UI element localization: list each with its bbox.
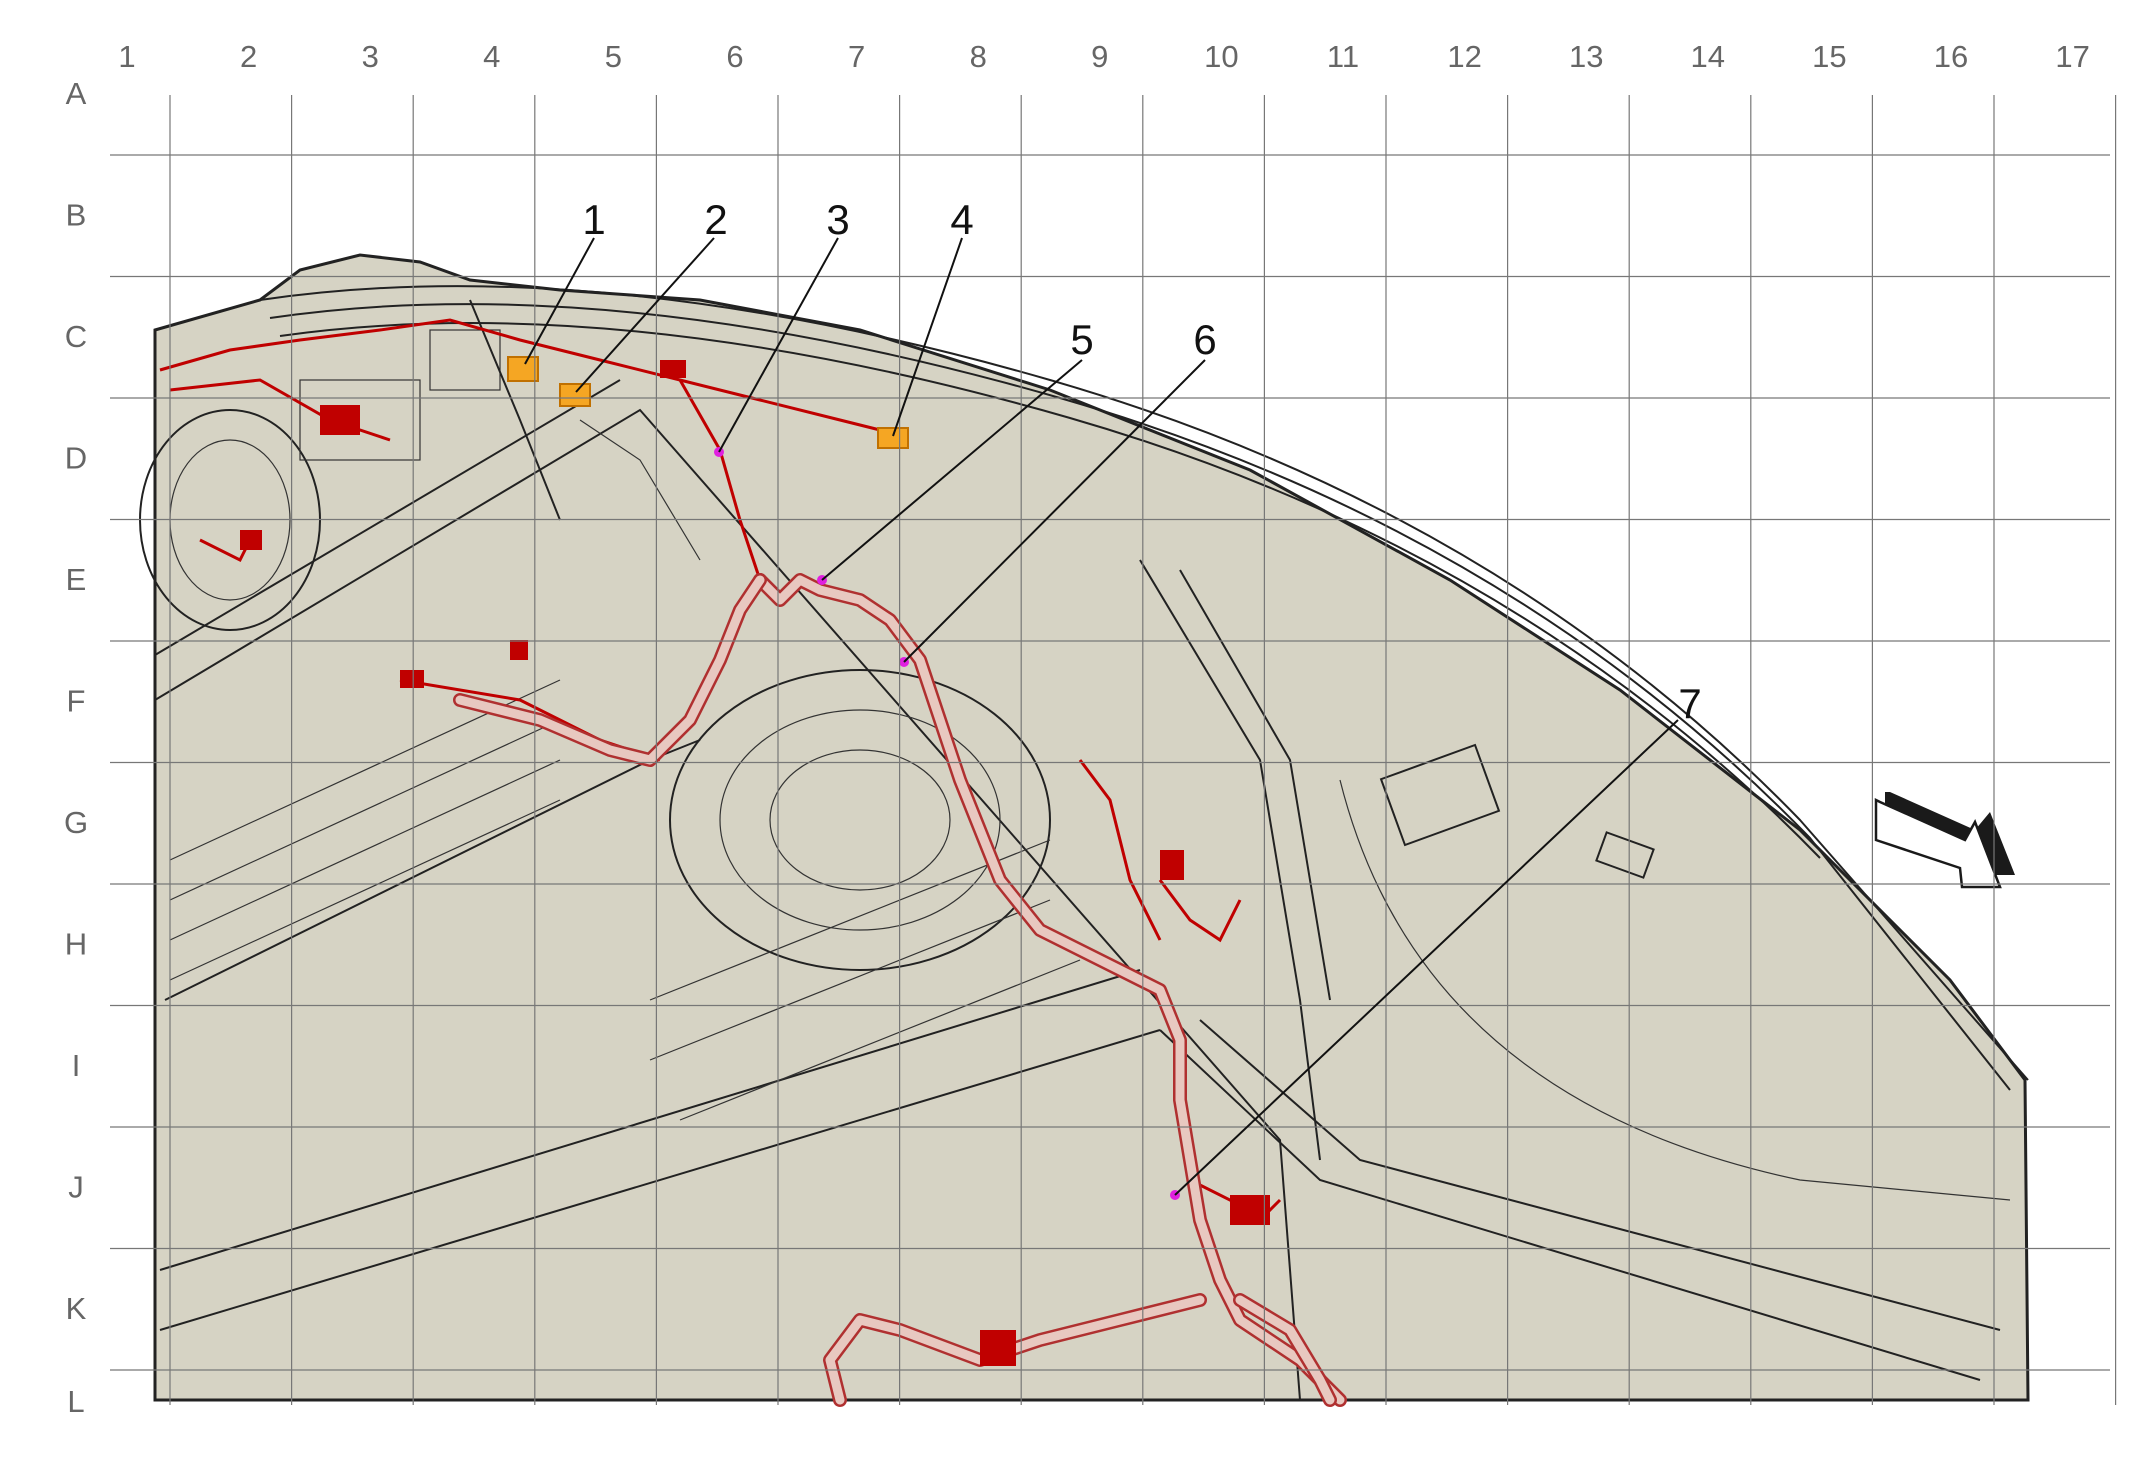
- callout-6: 6: [1193, 316, 1216, 363]
- row-label: L: [67, 1384, 84, 1419]
- connector-cluster: [320, 405, 360, 435]
- column-label: 1: [118, 39, 135, 74]
- callout-leaders: [524, 237, 1679, 1196]
- connector-2: [559, 383, 591, 407]
- column-label: 14: [1691, 39, 1725, 74]
- callout-7: 7: [1678, 680, 1701, 727]
- row-label: B: [66, 198, 87, 233]
- row-label: E: [66, 562, 87, 597]
- connector-cluster: [400, 670, 424, 688]
- body-outline: [153, 253, 2030, 1402]
- row-label: G: [64, 805, 88, 840]
- column-label: 7: [848, 39, 865, 74]
- highlighted-connectors: [507, 356, 1180, 1200]
- callout-3: 3: [826, 196, 849, 243]
- connector-4: [877, 427, 909, 449]
- grid-horizontal-lines: [110, 154, 2110, 1371]
- connector-1: [507, 356, 539, 382]
- column-label: 3: [362, 39, 379, 74]
- column-label: 12: [1447, 39, 1481, 74]
- column-label: 5: [605, 39, 622, 74]
- row-label: F: [67, 684, 86, 719]
- column-label: 6: [726, 39, 743, 74]
- row-labels: A B C D E F G H I J K L: [64, 76, 88, 1419]
- callout-numbers: 1 2 3 4 5 6 7: [582, 196, 1701, 727]
- column-label: 15: [1812, 39, 1846, 74]
- connector-cluster: [240, 530, 262, 550]
- column-label: 8: [970, 39, 987, 74]
- column-label: 13: [1569, 39, 1603, 74]
- column-label: 10: [1204, 39, 1238, 74]
- row-label: I: [72, 1048, 81, 1083]
- connector-cluster: [980, 1330, 1016, 1366]
- grid-vertical-lines: [169, 95, 2117, 1405]
- connector-cluster: [510, 640, 528, 660]
- row-label: C: [65, 319, 87, 354]
- row-label: J: [68, 1170, 84, 1205]
- connector-cluster: [660, 360, 686, 378]
- row-label: D: [65, 441, 87, 476]
- front-direction-arrow-icon: [1874, 792, 2015, 889]
- column-label: 2: [240, 39, 257, 74]
- column-label: 16: [1934, 39, 1968, 74]
- callout-2: 2: [704, 196, 727, 243]
- connector-cluster: [1230, 1195, 1270, 1225]
- callout-4: 4: [950, 196, 973, 243]
- callout-5: 5: [1070, 316, 1093, 363]
- row-label: H: [65, 927, 87, 962]
- column-label: 4: [483, 39, 500, 74]
- row-label: A: [66, 76, 87, 111]
- vehicle-body: [139, 253, 2030, 1402]
- connector-cluster: [1160, 850, 1184, 880]
- column-label: 11: [1327, 39, 1359, 74]
- callout-1: 1: [582, 196, 605, 243]
- row-label: K: [66, 1291, 87, 1326]
- column-label: 17: [2055, 39, 2089, 74]
- column-label: 9: [1091, 39, 1108, 74]
